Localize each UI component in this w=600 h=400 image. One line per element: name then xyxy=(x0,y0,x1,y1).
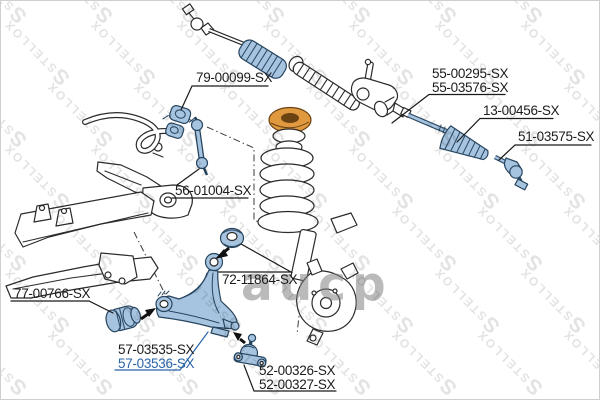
stabilizer-bushing-inner xyxy=(165,122,185,139)
part-number: 79-00099-SX xyxy=(196,70,273,85)
steering-boot-right-13 xyxy=(439,125,489,161)
part-label-79-00099: 79-00099-SX xyxy=(196,70,273,85)
part-label-57: 57-03535-SX 57-03536-SX xyxy=(118,342,195,371)
part-number: 52-00326-SX xyxy=(259,363,336,378)
part-label-52: 52-00326-SX 52-00327-SX xyxy=(259,363,336,392)
part-number: 51-03575-SX xyxy=(518,129,595,144)
part-label-72-11864: 72-11864-SX xyxy=(222,272,298,287)
part-label-77-00766: 77-00766-SX xyxy=(14,286,91,301)
bushing-77 xyxy=(105,305,142,333)
part-label-13-00456: 13-00456-SX xyxy=(483,103,560,118)
part-number: 55-03576-SX xyxy=(432,79,509,95)
part-label-51-03575: 51-03575-SX xyxy=(518,129,595,144)
part-number: 52-00327-SX xyxy=(259,376,336,392)
part-number: 72-11864-SX xyxy=(222,272,298,287)
part-label-55: 55-00295-SX 55-03576-SX xyxy=(432,66,509,95)
callout-lines xyxy=(10,85,592,392)
part-number: 55-00295-SX xyxy=(432,66,509,81)
steering-boot-left xyxy=(238,39,287,79)
outer-tie-rod-end-51 xyxy=(493,154,529,191)
inner-tie-rod-55 xyxy=(407,112,449,135)
part-number: 57-03535-SX xyxy=(118,342,195,357)
part-number: 13-00456-SX xyxy=(483,103,560,118)
mounting-arrows xyxy=(140,246,246,345)
bushing-72 xyxy=(219,227,245,249)
part-label-56-01004: 56-01004-SX xyxy=(175,183,252,198)
stabilizer-bar-drawing xyxy=(82,112,181,154)
coil-spring xyxy=(257,147,319,234)
ball-joint-52 xyxy=(233,333,267,368)
part-number: 77-00766-SX xyxy=(14,286,91,301)
part-number: 56-01004-SX xyxy=(175,183,252,198)
stabilizer-link-56 xyxy=(188,116,209,176)
part-number-link[interactable]: 57-03536-SX xyxy=(118,355,195,371)
steering-rack-drawing xyxy=(181,3,529,191)
strut-assembly-drawing xyxy=(257,106,359,346)
subframe-drawing xyxy=(5,142,193,299)
